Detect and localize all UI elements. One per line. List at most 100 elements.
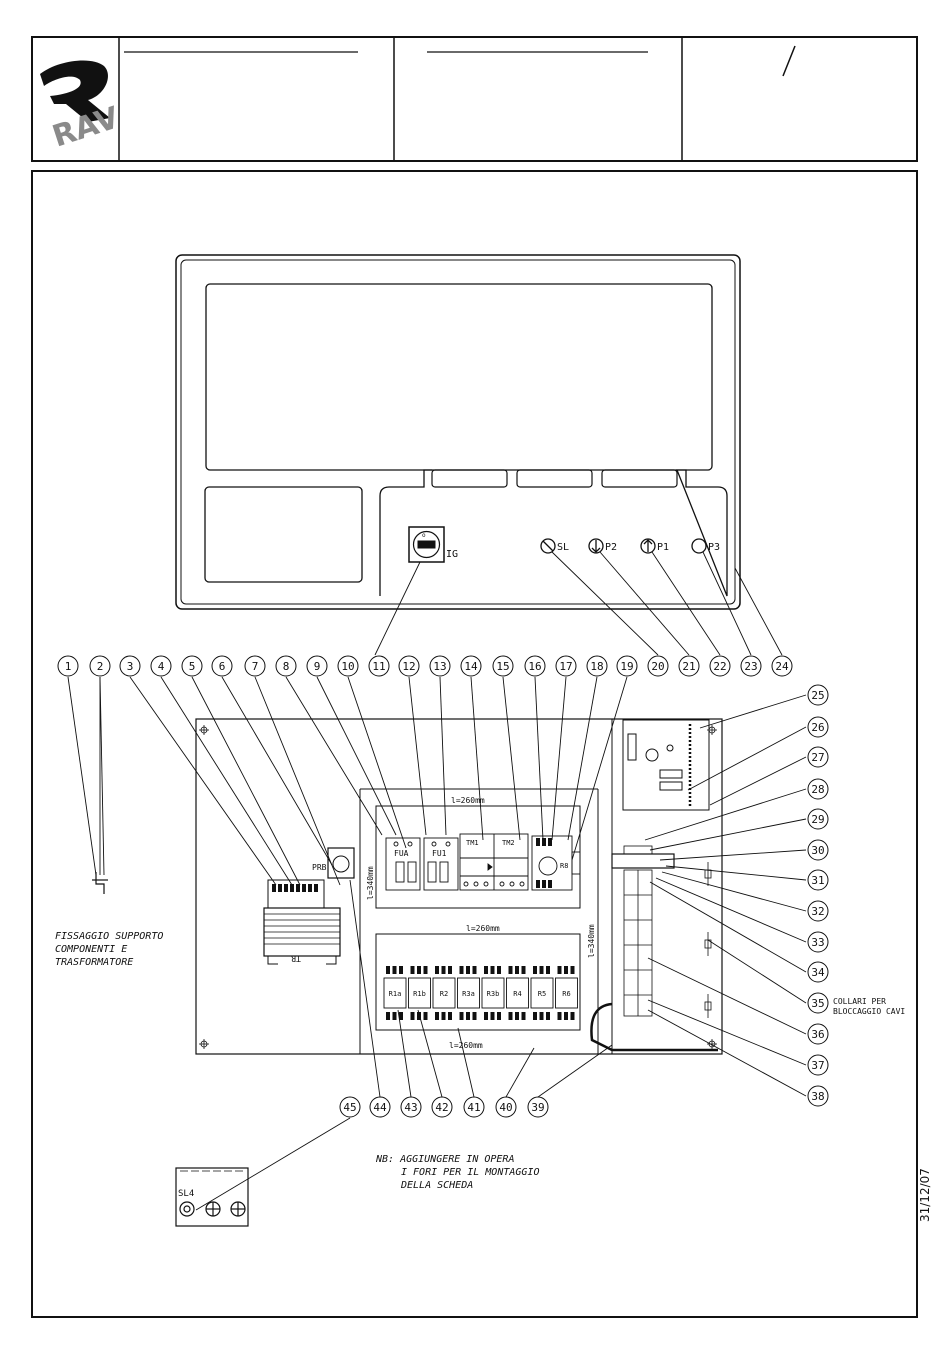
note-support-line-1: FISSAGGIO SUPPORTO bbox=[55, 931, 163, 942]
callout-number: 18 bbox=[590, 660, 603, 673]
callout-bubble: 1 bbox=[57, 655, 79, 677]
selector-detail bbox=[175, 1167, 249, 1227]
button-p3-icon bbox=[691, 538, 707, 554]
dim-right-height: l=340mm bbox=[587, 924, 596, 958]
note-nb-line-1: NB: AGGIUNGERE IN OPERA bbox=[375, 1154, 514, 1165]
callout-bubble: 29 bbox=[807, 808, 829, 830]
support-bracket bbox=[92, 872, 108, 894]
callout-bubble: 26 bbox=[807, 716, 829, 738]
callout-bubble: 4 bbox=[150, 655, 172, 677]
callout-number: 32 bbox=[811, 905, 824, 918]
detail-label: SL4 bbox=[178, 1189, 194, 1199]
callout-bubble: 45 bbox=[339, 1096, 361, 1118]
callout-number: 4 bbox=[158, 660, 165, 673]
callout-bubble: 9 bbox=[306, 655, 328, 677]
relay-module: R3b bbox=[481, 966, 505, 1020]
callout-number: 45 bbox=[343, 1101, 356, 1114]
callout-bubble: 5 bbox=[181, 655, 203, 677]
dim-left-height: l=340mm bbox=[366, 866, 375, 900]
callout-bubble: 12 bbox=[398, 655, 420, 677]
callout-number: 11 bbox=[372, 660, 385, 673]
mounting-plate bbox=[195, 718, 723, 1055]
callout-number: 43 bbox=[404, 1101, 417, 1114]
callout-bubble: 25 bbox=[807, 684, 829, 706]
callout-number: 19 bbox=[620, 660, 633, 673]
callout-number: 5 bbox=[189, 660, 196, 673]
callout-number: 40 bbox=[499, 1101, 512, 1114]
callout-number: 24 bbox=[775, 660, 789, 673]
callout-number: 22 bbox=[713, 660, 726, 673]
callout-number: 17 bbox=[559, 660, 572, 673]
display-tab-1 bbox=[431, 469, 508, 488]
callout-bubble: 40 bbox=[495, 1096, 517, 1118]
relay-r8 bbox=[531, 835, 581, 891]
callout-bubble: 18 bbox=[586, 655, 608, 677]
main-switch: o bbox=[408, 526, 445, 563]
callout-number: 9 bbox=[314, 660, 321, 673]
relay-label: R1a bbox=[389, 990, 402, 998]
title-block bbox=[31, 36, 918, 162]
callout-bubble: 21 bbox=[678, 655, 700, 677]
callout-number: 26 bbox=[811, 721, 824, 734]
callout-bubble: 22 bbox=[709, 655, 731, 677]
callout-number: 29 bbox=[811, 813, 824, 826]
callout-bubble: 24 bbox=[771, 655, 793, 677]
control-label-p1: P1 bbox=[657, 542, 669, 553]
logo-text: RAV bbox=[48, 100, 124, 154]
callout-number: 16 bbox=[528, 660, 541, 673]
note-collars-line-2: BLOCCAGGIO CAVI bbox=[833, 1007, 905, 1016]
callout-number: 1 bbox=[65, 660, 72, 673]
callout-number: 27 bbox=[811, 751, 824, 764]
fuse-label-fua: FUA bbox=[394, 849, 409, 858]
thermal-label-tm2: TM2 bbox=[502, 839, 515, 847]
note-nb-line-3: DELLA SCHEDA bbox=[400, 1180, 473, 1191]
callout-bubble: 2 bbox=[89, 655, 111, 677]
callout-number: 3 bbox=[127, 660, 134, 673]
callout-number: 39 bbox=[531, 1101, 544, 1114]
callout-bubble: 33 bbox=[807, 931, 829, 953]
relay-label: R2 bbox=[440, 990, 448, 998]
svg-text:o: o bbox=[422, 532, 426, 539]
relay-module: R6 bbox=[555, 966, 578, 1020]
callout-number: 33 bbox=[811, 936, 824, 949]
relay-module: R1b bbox=[408, 966, 431, 1020]
note-collars-line-1: COLLARI PER bbox=[833, 997, 886, 1006]
callout-number: 10 bbox=[341, 660, 354, 673]
callout-bubble: 20 bbox=[647, 655, 669, 677]
relay-label: R3b bbox=[487, 990, 500, 998]
callout-bubble: 16 bbox=[524, 655, 546, 677]
callout-number: 25 bbox=[811, 689, 824, 702]
control-panel-outline bbox=[379, 469, 728, 597]
control-buttons bbox=[540, 538, 707, 554]
callout-bubble: 41 bbox=[463, 1096, 485, 1118]
control-board bbox=[622, 719, 710, 811]
note-support-line-2: COMPONENTI E bbox=[55, 944, 127, 955]
thermal-label-tm1: TM1 bbox=[466, 839, 479, 847]
callout-number: 36 bbox=[811, 1028, 824, 1041]
note-nb-line-2: I FORI PER IL MONTAGGIO bbox=[401, 1167, 539, 1178]
button-p1-icon bbox=[640, 538, 656, 554]
company-logo: RAV bbox=[40, 60, 124, 155]
dim-top-width: l=260mm bbox=[451, 796, 485, 805]
fuse-block bbox=[385, 837, 459, 891]
terminal-strip bbox=[590, 845, 718, 1052]
leader-lines bbox=[67, 551, 807, 1211]
transformer bbox=[263, 879, 341, 965]
date-stamp: 31/12/07 bbox=[918, 1168, 932, 1222]
callout-bubble: 7 bbox=[244, 655, 266, 677]
callout-number: 31 bbox=[811, 874, 824, 887]
callout-bubble: 37 bbox=[807, 1054, 829, 1076]
control-label-p2: P2 bbox=[605, 542, 617, 553]
callout-bubble: 34 bbox=[807, 961, 829, 983]
callout-number: 7 bbox=[252, 660, 259, 673]
callout-number: 44 bbox=[373, 1101, 387, 1114]
callout-bubble: 6 bbox=[211, 655, 233, 677]
callout-number: 20 bbox=[651, 660, 664, 673]
callout-bubble: 28 bbox=[807, 778, 829, 800]
display-window bbox=[205, 283, 713, 471]
fuse-label-fu1: FU1 bbox=[432, 849, 447, 858]
